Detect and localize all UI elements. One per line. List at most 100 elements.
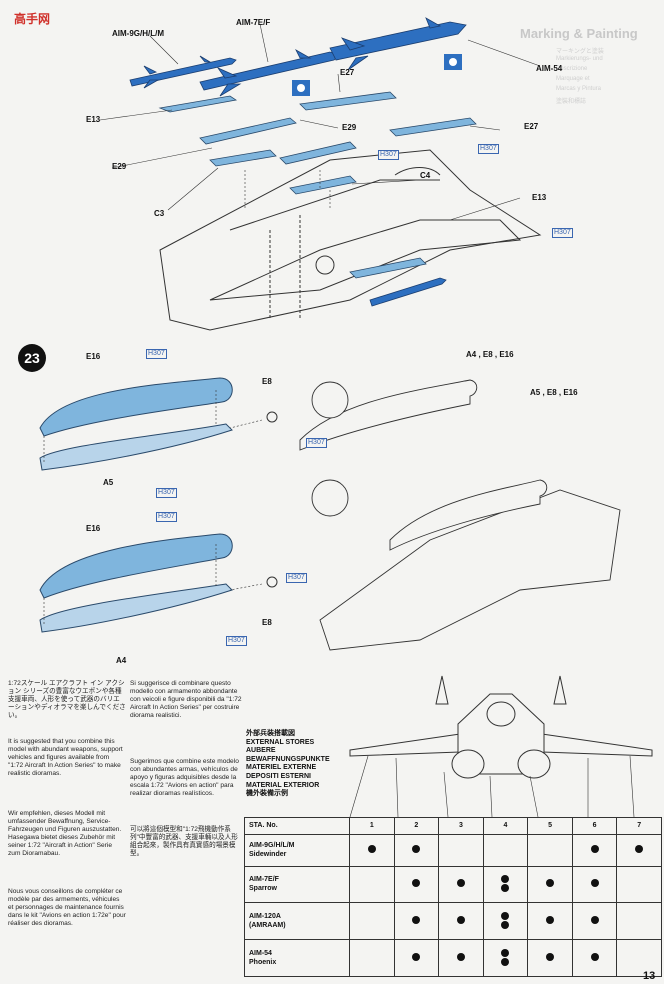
- station-number: 4: [482, 817, 529, 835]
- aircraft-front-view: [349, 675, 653, 818]
- station-cell: [438, 833, 484, 867]
- callout-e29: E29: [342, 123, 357, 132]
- load-dot: [635, 845, 644, 854]
- store-designation: AIM-9G/H/L/M: [249, 842, 295, 850]
- callout-a4: A4: [116, 656, 127, 665]
- load-dot: [546, 879, 555, 888]
- load-dot: [590, 916, 599, 925]
- load-dot: [590, 845, 599, 854]
- station-cell: [527, 902, 573, 941]
- drop-tank-lower: [39, 423, 233, 633]
- callout-aim7: AIM-7E/F: [236, 18, 271, 27]
- load-dot: [501, 911, 510, 920]
- load-dot: [367, 845, 376, 854]
- text-german: Wir empfehlen, dieses Modell mit umfasse…: [8, 810, 122, 857]
- station-cell: [438, 939, 484, 977]
- load-dot: [501, 883, 510, 892]
- load-dot: [412, 845, 421, 854]
- station-cell: [571, 902, 618, 941]
- station-cell: [527, 865, 573, 904]
- watermark: 高手网: [14, 12, 51, 26]
- station-number: 2: [393, 817, 440, 835]
- store-nickname: Sparrow: [249, 885, 278, 893]
- marking-sub: マーキングと塗装: [556, 49, 604, 55]
- station-number: 6: [571, 817, 618, 835]
- paint-ref-h307: H307: [306, 438, 327, 448]
- load-dot: [456, 916, 465, 925]
- store-nickname: (AMRAAM): [249, 922, 286, 930]
- paint-ref-h307: H307: [478, 144, 499, 154]
- load-dot: [456, 953, 465, 962]
- station-cell: [438, 865, 484, 904]
- title-line: 機外裝備示例: [246, 790, 288, 798]
- callout-a5-e8-e16: A5 , E8 , E16: [530, 388, 578, 397]
- paint-ref-h307: H307: [156, 512, 177, 522]
- station-cell: [438, 902, 484, 941]
- station-cell: [616, 833, 662, 867]
- callout-c3: C3: [154, 209, 165, 218]
- title-line: DEPOSITI ESTERNI: [246, 772, 311, 780]
- text-spanish: Sugerimos que combine este modelo con ab…: [130, 758, 239, 797]
- pylons: [158, 91, 477, 279]
- station-number: 5: [527, 817, 573, 835]
- marking-sub: Markierungs- und: [556, 56, 603, 62]
- paint-ref-h307: H307: [146, 349, 167, 359]
- double-load-dot: [501, 911, 510, 930]
- text-japanese: 1:72スケール エアクラフト イン アクション シリーズの豊富なウエポンや各種…: [8, 680, 126, 719]
- station-cell: [571, 833, 618, 867]
- title-line: MATERIAL EXTERIOR: [246, 781, 320, 789]
- external-stores-title: 外部兵装搭載図 EXTERNAL STORES AUBERE BEWAFFNUN…: [246, 730, 330, 799]
- step-number: 23: [18, 344, 46, 372]
- callout-e13: E13: [86, 115, 101, 124]
- station-cell: [349, 865, 395, 904]
- load-dot: [546, 916, 555, 925]
- station-cell: [527, 833, 573, 867]
- sparrow-missile: [199, 48, 341, 97]
- callout-e27: E27: [524, 122, 539, 131]
- station-cell: [616, 902, 662, 941]
- double-load-dot: [501, 874, 510, 893]
- callout-e29: E29: [112, 162, 127, 171]
- mounting-pins: [266, 411, 278, 588]
- marking-sub: Marquage et: [556, 76, 590, 82]
- title-line: MATERIEL EXTERNE: [246, 764, 317, 772]
- load-dot: [501, 920, 510, 929]
- load-dot: [412, 916, 421, 925]
- marking-sub: Descrizione: [556, 66, 588, 72]
- store-nickname: Phoenix: [249, 959, 277, 967]
- assembly-arrows: [43, 390, 263, 626]
- station-cell: [349, 833, 395, 867]
- callout-e16: E16: [86, 524, 101, 533]
- station-cell: [482, 939, 529, 977]
- store-designation: AIM-120A: [249, 913, 281, 921]
- station-cell: [349, 939, 395, 977]
- paint-ref-h307: H307: [286, 573, 307, 583]
- store-designation: AIM-7E/F: [249, 876, 279, 884]
- load-dot: [456, 879, 465, 888]
- station-header: STA. No.: [244, 817, 350, 835]
- lower-sidewinder-missile: [369, 277, 447, 307]
- station-cell: [571, 939, 618, 977]
- leader-lines: [99, 23, 541, 221]
- station-number: 7: [616, 817, 662, 835]
- load-dot: [412, 953, 421, 962]
- station-cell: [616, 865, 662, 904]
- store-nickname: Sidewinder: [249, 851, 287, 859]
- title-line: 外部兵装搭載図: [246, 730, 295, 737]
- station-cell: [527, 939, 573, 977]
- drop-tank-assembly-diagram: [39, 377, 621, 651]
- title-line: EXTERNAL STORES: [246, 738, 315, 746]
- table-row: AIM-120A(AMRAAM): [244, 902, 662, 941]
- page-number: 13: [643, 970, 656, 982]
- load-dot: [501, 948, 510, 957]
- marking-sub: Marcas y Pintura: [556, 86, 602, 92]
- title-line: BEWAFFNUNGSPUNKTE: [246, 755, 330, 763]
- paint-ref-h307: H307: [378, 150, 399, 160]
- station-cell: [393, 902, 440, 941]
- sidewinder-missile: [129, 55, 237, 89]
- station-cell: [616, 939, 662, 977]
- callout-e13: E13: [532, 193, 547, 202]
